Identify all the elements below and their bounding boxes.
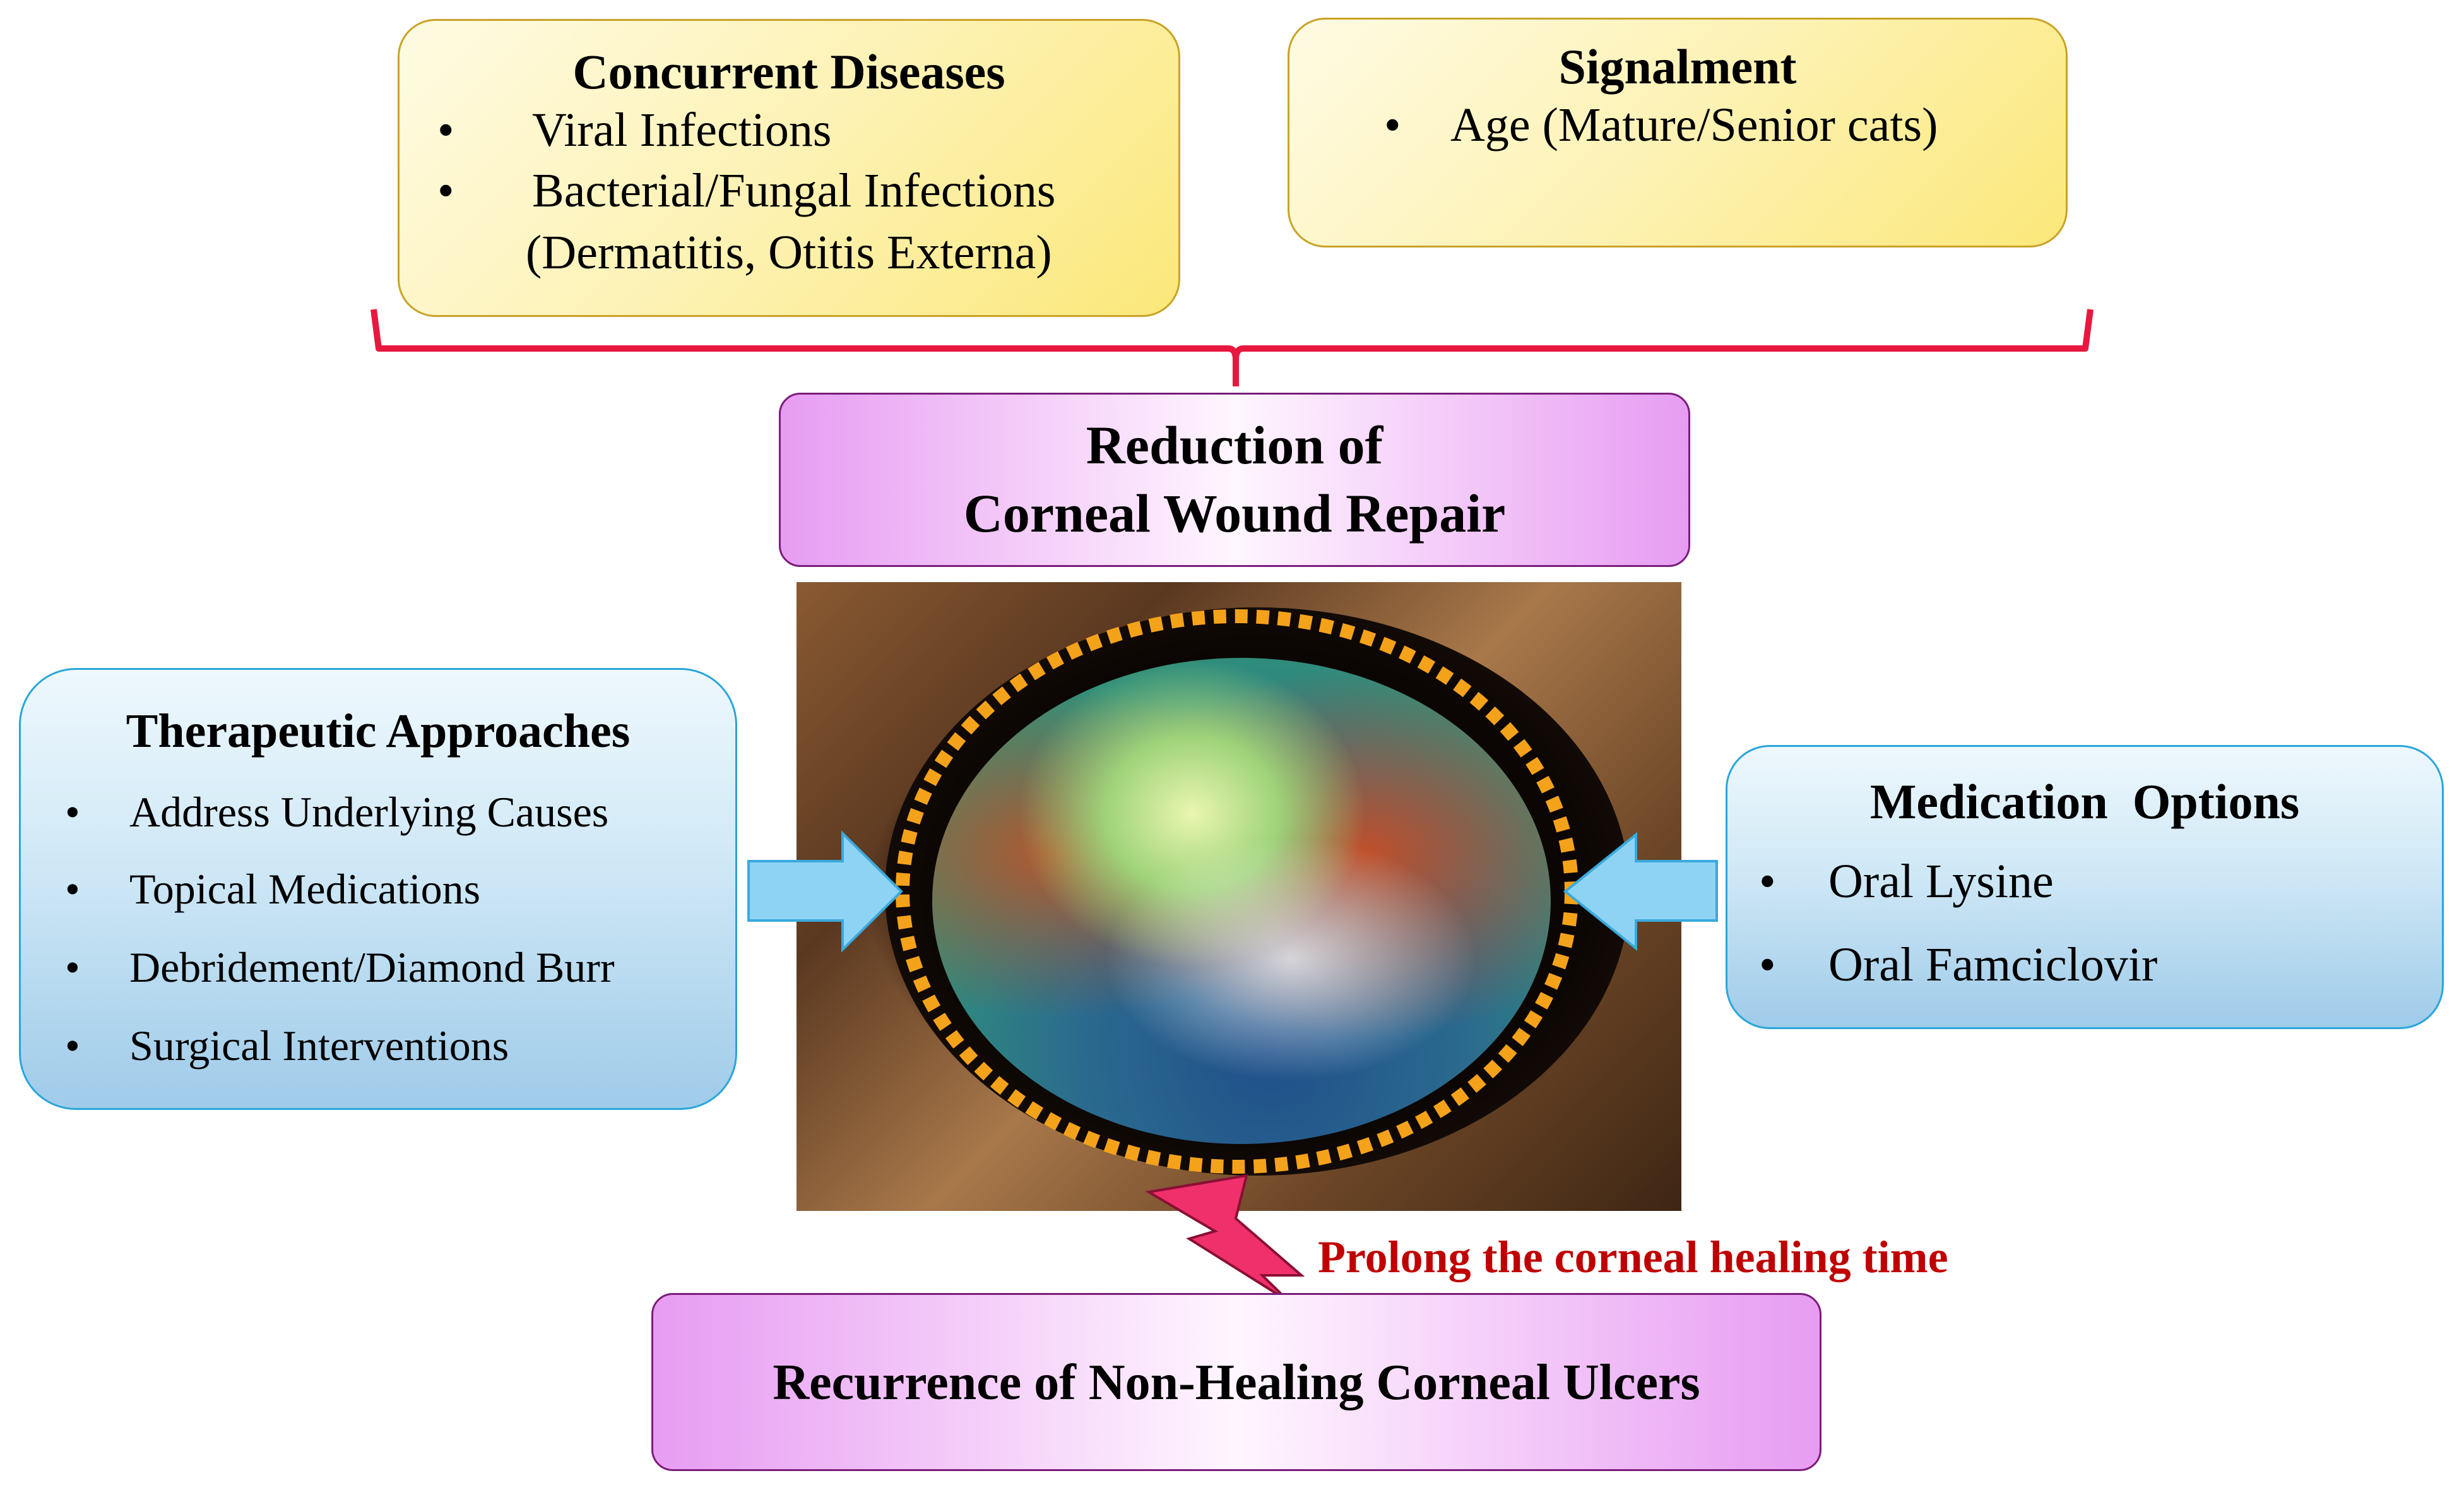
concurrent-subitem: (Dermatitis, Otitis Externa) [526, 226, 1052, 279]
medication-title: Medication Options [1869, 774, 2300, 829]
reduction-line2: Corneal Wound Repair [963, 483, 1506, 544]
cornea [932, 658, 1551, 1144]
reduction-line1: Reduction of [1086, 415, 1383, 475]
recurrence-box: Recurrence of Non-Healing Corneal Ulcers [651, 1293, 1821, 1471]
signalment-item-label: Age (Mature/Senior cats) [1450, 98, 1938, 152]
concurrent-item-bacterial: Bacterial/Fungal Infections [437, 164, 1055, 218]
therapeutic-item: Debridement/Diamond Burr [65, 943, 615, 992]
dotted-circle [896, 609, 1578, 1174]
therapeutic-item: Address Underlying Causes [65, 787, 608, 837]
right-arrow-icon [1563, 831, 1718, 951]
therapeutic-title: Therapeutic Approaches [126, 705, 631, 758]
left-arrow-icon [747, 830, 903, 953]
curly-bracket [370, 309, 2094, 386]
concurrent-diseases-title: Concurrent Diseases [572, 44, 1005, 99]
reduction-box: Reduction of Corneal Wound Repair [779, 393, 1690, 567]
concurrent-diseases-box: Concurrent Diseases Viral Infections Bac… [398, 19, 1180, 317]
therapeutic-item: Surgical Interventions [65, 1021, 509, 1071]
concurrent-item-viral: Viral Infections [437, 103, 831, 158]
therapeutic-box: Therapeutic Approaches Address Underlyin… [19, 668, 737, 1110]
therapeutic-item: Topical Medications [65, 864, 480, 914]
medication-item-lysine: Oral Lysine [1759, 854, 2054, 909]
concurrent-item-label: Bacterial/Fungal Infections [532, 164, 1056, 217]
therapeutic-item-label: Surgical Interventions [129, 1022, 509, 1070]
recurrence-text: Recurrence of Non-Healing Corneal Ulcers [773, 1355, 1700, 1410]
therapeutic-item-label: Topical Medications [129, 865, 481, 913]
medication-item-famciclovir: Oral Famciclovir [1759, 938, 2157, 992]
concurrent-item-label: Viral Infections [532, 104, 832, 157]
signalment-title: Signalment [1558, 39, 1797, 94]
signalment-item-age: Age (Mature/Senior cats) [1384, 98, 1938, 153]
eye-photo [797, 582, 1681, 1211]
medication-item-label: Oral Famciclovir [1828, 938, 2158, 991]
prolong-text: Prolong the corneal healing time [1318, 1232, 1948, 1282]
therapeutic-item-label: Address Underlying Causes [129, 788, 609, 836]
signalment-box: Signalment Age (Mature/Senior cats) [1288, 18, 2068, 247]
therapeutic-item-label: Debridement/Diamond Burr [129, 943, 615, 991]
medication-box: Medication Options Oral Lysine Oral Famc… [1726, 745, 2444, 1029]
medication-item-label: Oral Lysine [1828, 855, 2054, 908]
